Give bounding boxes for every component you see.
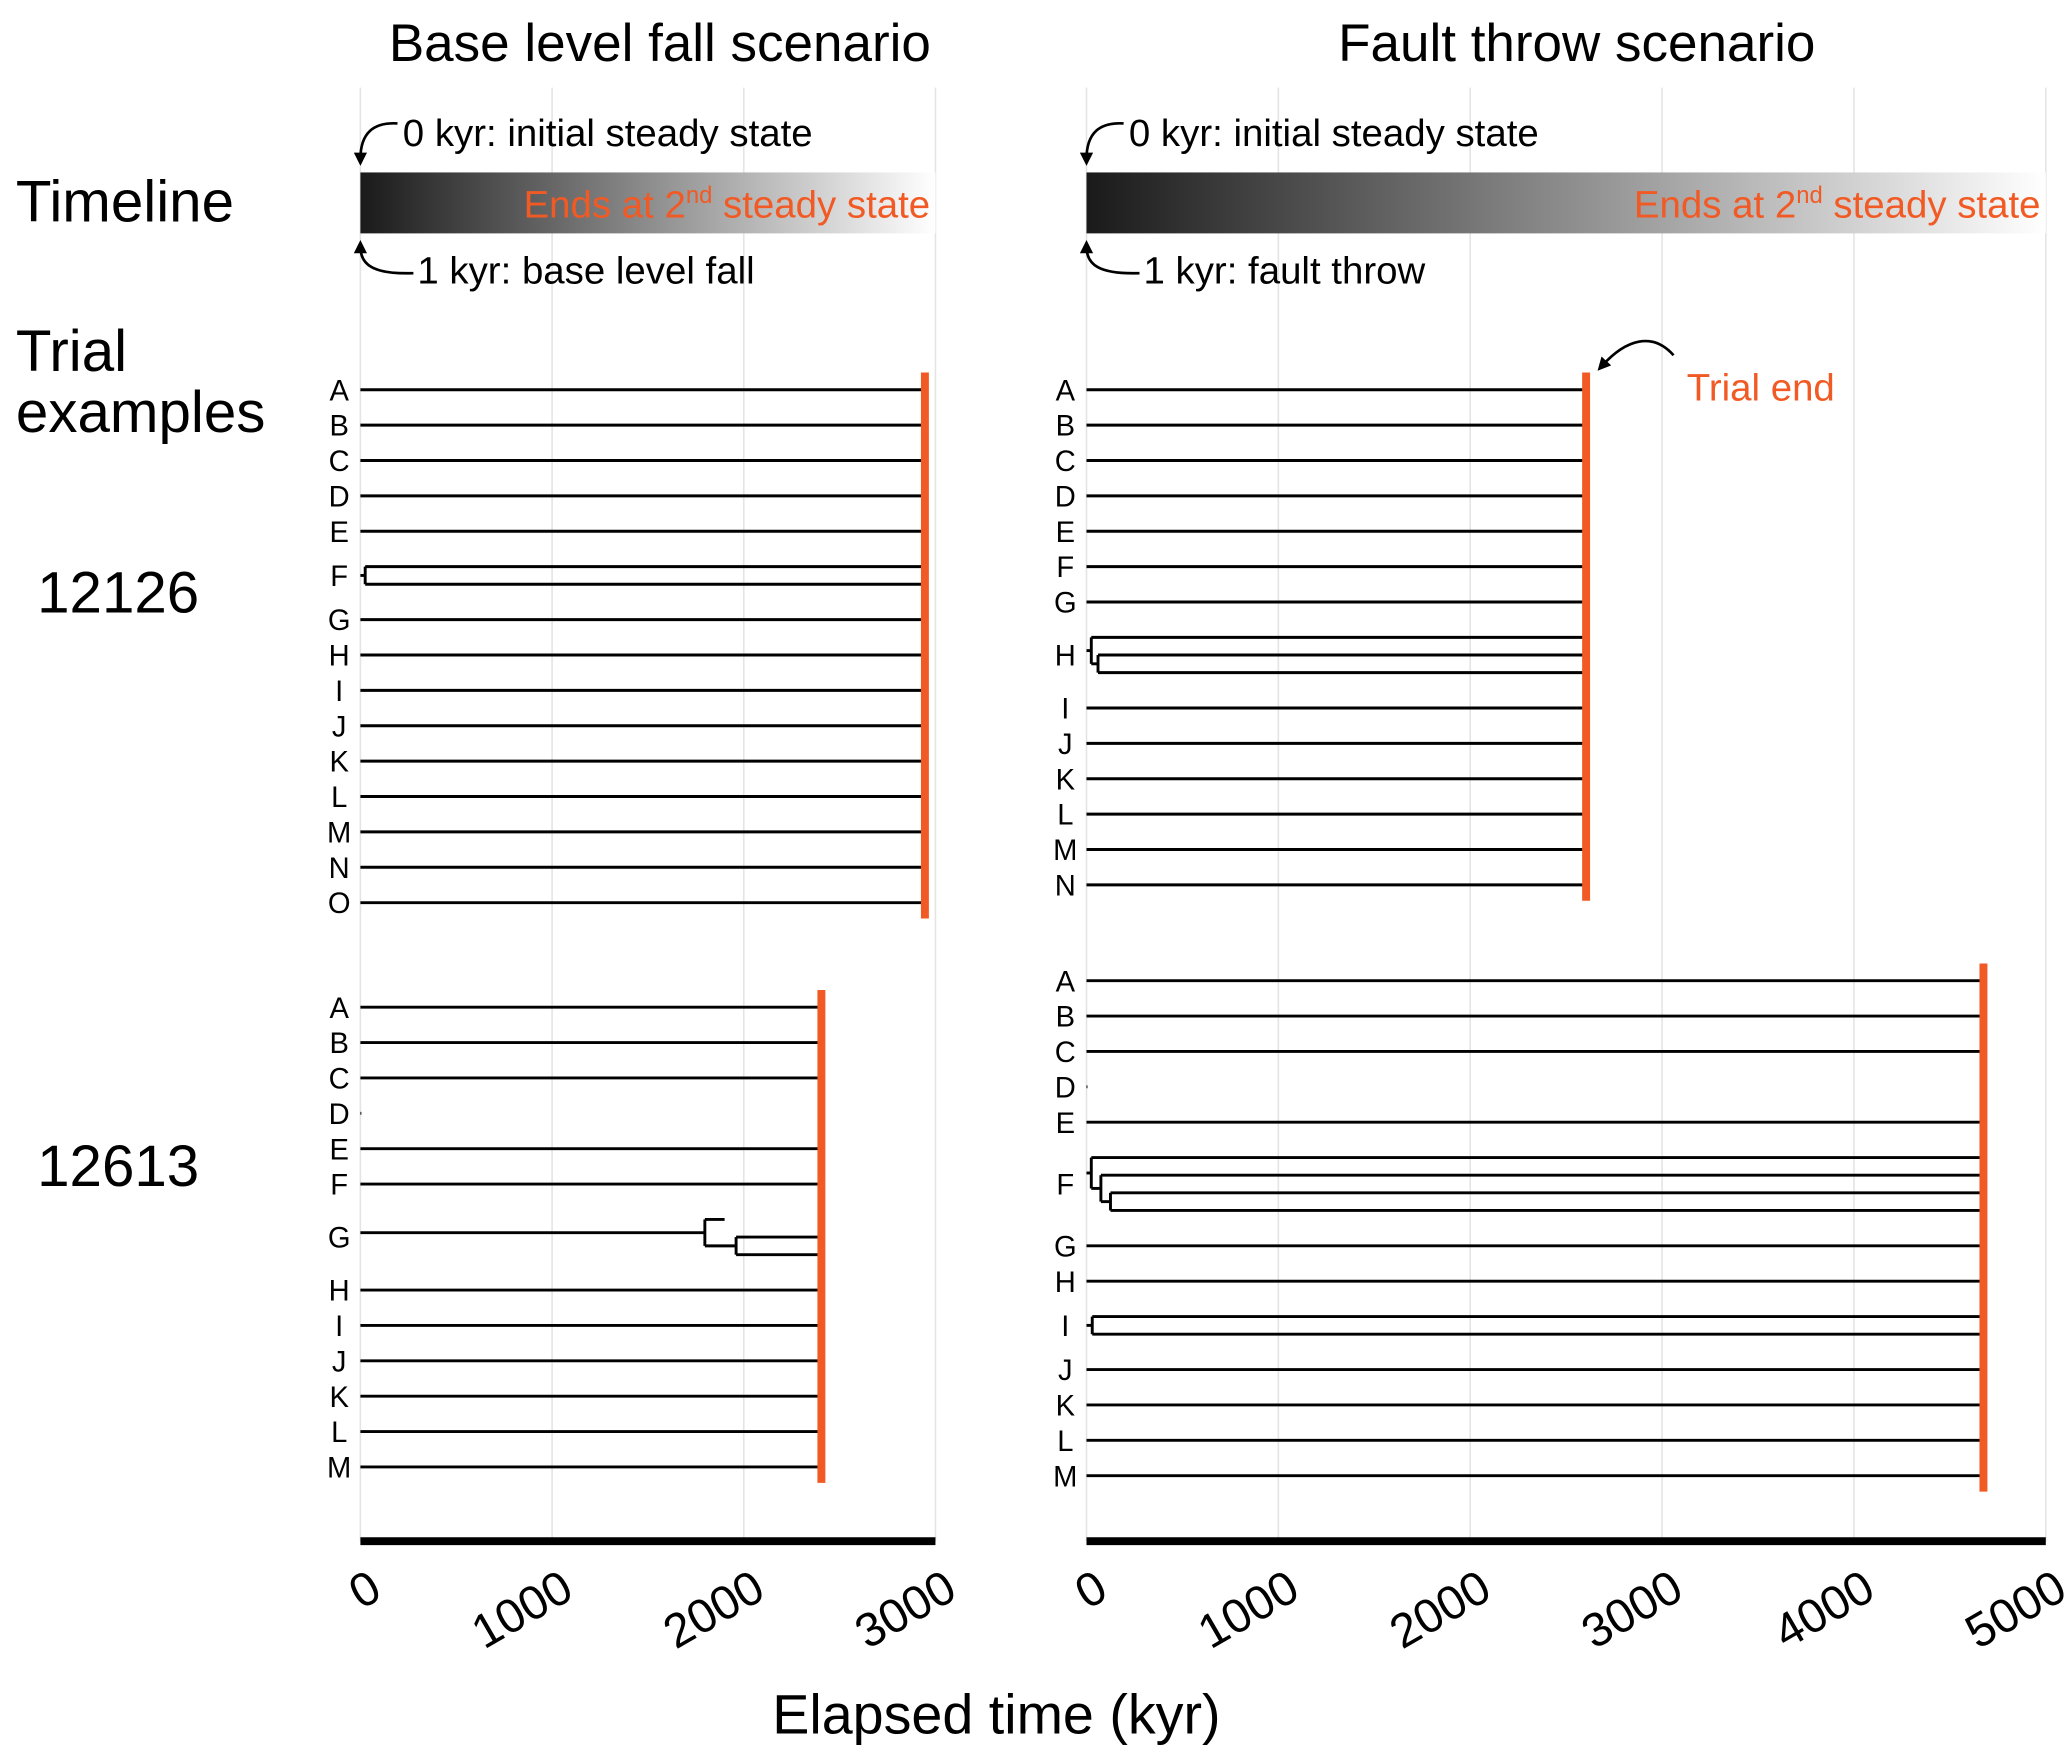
row-label: A <box>1056 375 1076 407</box>
trial-id-12126: 12126 <box>37 560 199 625</box>
arrow-icon <box>1079 240 1140 275</box>
arrow-icon <box>1597 339 1675 371</box>
timeline-gradient-bar <box>360 172 936 234</box>
row-label: L <box>1057 1426 1073 1458</box>
row-label: A <box>1056 966 1076 998</box>
row-label: H <box>1055 641 1076 673</box>
row-label: G <box>328 605 351 637</box>
row-label: N <box>1055 870 1076 902</box>
timeline-event-note: 1 kyr: base level fall <box>417 250 754 293</box>
row-label: A <box>329 375 349 407</box>
arrow-icon <box>353 240 414 275</box>
end-label-text: Ends at 2 <box>1634 183 1796 226</box>
x-tick-label: 2000 <box>1381 1560 1499 1659</box>
row-label: N <box>329 853 350 885</box>
row-label: J <box>332 711 347 743</box>
row-label: C <box>329 446 350 478</box>
timeline-start-note: 0 kyr: initial steady state <box>403 112 813 155</box>
row-label: F <box>1056 1170 1074 1202</box>
x-tick-label: 5000 <box>1957 1560 2067 1659</box>
timeline-end-label: Ends at 2nd steady state <box>524 182 931 227</box>
end-label-text: steady state <box>1823 183 2041 226</box>
row-label: G <box>328 1223 351 1255</box>
row-label: G <box>1054 1231 1077 1263</box>
timeline-row-header: Timeline <box>16 169 234 234</box>
trial-row-header-line1: Trial <box>16 319 127 384</box>
row-label: H <box>329 1276 350 1308</box>
row-label: A <box>329 993 349 1025</box>
arrow-icon <box>1079 122 1124 166</box>
x-tick-label: 1000 <box>463 1560 581 1659</box>
x-tick-label: 4000 <box>1765 1560 1883 1659</box>
row-label: O <box>328 888 351 920</box>
x-tick-label: 3000 <box>1573 1560 1691 1659</box>
timeline-gradient-bar <box>1086 172 2046 234</box>
trial-row-header-line2: examples <box>16 380 266 445</box>
row-label: D <box>1055 481 1076 513</box>
row-label: F <box>330 1170 348 1202</box>
row-label: J <box>1058 729 1073 761</box>
row-label: J <box>332 1346 347 1378</box>
row-label: E <box>329 1134 348 1166</box>
end-label-superscript: nd <box>686 182 713 209</box>
end-label-text: steady state <box>712 183 930 226</box>
row-label: C <box>329 1064 350 1096</box>
row-label: M <box>1053 1461 1077 1493</box>
row-label: I <box>335 1311 343 1343</box>
timeline-end-label: Ends at 2nd steady state <box>1634 182 2041 227</box>
end-label-superscript: nd <box>1796 182 1823 209</box>
x-axis-label: Elapsed time (kyr) <box>772 1683 1220 1745</box>
row-label: B <box>1056 1002 1075 1034</box>
row-label: L <box>1057 800 1073 832</box>
row-label: C <box>1055 446 1076 478</box>
row-label: B <box>329 411 348 443</box>
timeline-start-note: 0 kyr: initial steady state <box>1129 112 1539 155</box>
x-tick-label: 0 <box>340 1560 389 1619</box>
row-label: G <box>1054 588 1077 620</box>
row-label: D <box>1055 1072 1076 1104</box>
row-label: H <box>329 641 350 673</box>
panel-title-base-level: Base level fall scenario <box>389 14 931 73</box>
row-label: B <box>329 1028 348 1060</box>
row-label: M <box>327 1453 351 1485</box>
timeline-event-note: 1 kyr: fault throw <box>1143 250 1425 293</box>
x-tick-label: 2000 <box>655 1560 773 1659</box>
row-label: K <box>329 1382 349 1414</box>
row-label: M <box>327 817 351 849</box>
row-label: K <box>329 747 349 779</box>
row-label: H <box>1055 1267 1076 1299</box>
arrow-icon <box>353 122 398 166</box>
row-label: I <box>1061 694 1069 726</box>
row-label: E <box>1056 1108 1075 1140</box>
row-label: M <box>1053 835 1077 867</box>
row-label: J <box>1058 1355 1073 1387</box>
trial-id-12613: 12613 <box>37 1134 199 1199</box>
row-label: F <box>1056 552 1074 584</box>
panel-title-fault-throw: Fault throw scenario <box>1338 14 1815 73</box>
row-label: C <box>1055 1037 1076 1069</box>
x-tick-label: 0 <box>1066 1560 1115 1619</box>
row-label: L <box>331 782 347 814</box>
row-label: I <box>335 676 343 708</box>
x-tick-label: 3000 <box>846 1560 964 1659</box>
row-label: I <box>1061 1311 1069 1343</box>
x-tick-label: 1000 <box>1189 1560 1307 1659</box>
trial-end-annotation: Trial end <box>1687 366 1835 409</box>
row-label: B <box>1056 411 1075 443</box>
row-label: E <box>1056 517 1075 549</box>
end-label-text: Ends at 2 <box>524 183 686 226</box>
row-label: D <box>329 481 350 513</box>
row-label: E <box>329 517 348 549</box>
row-label: K <box>1056 764 1076 796</box>
row-label: K <box>1056 1391 1076 1423</box>
row-label: D <box>329 1099 350 1131</box>
row-label: F <box>330 561 348 593</box>
row-label: L <box>331 1417 347 1449</box>
